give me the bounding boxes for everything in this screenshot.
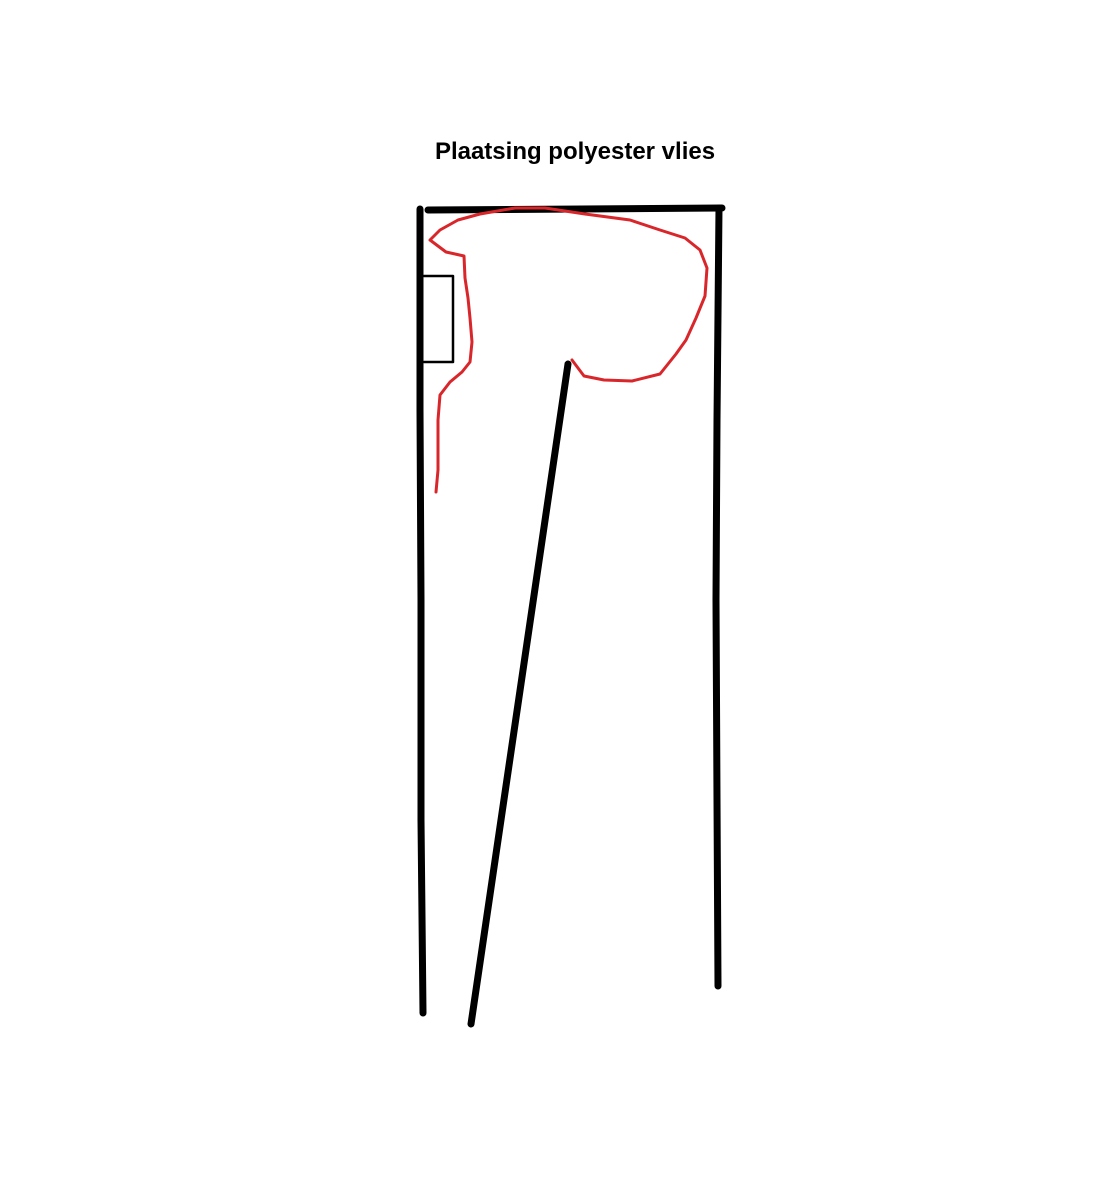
polyester-fleece-outline — [428, 206, 709, 494]
top-beam — [424, 204, 726, 214]
diagonal-strut — [467, 360, 572, 1028]
structure-lines — [416, 204, 726, 1028]
left-wall — [416, 205, 427, 1017]
small-rectangle — [422, 274, 455, 364]
diagram-title: Plaatsing polyester vlies — [434, 138, 716, 165]
right-wall — [712, 204, 723, 990]
